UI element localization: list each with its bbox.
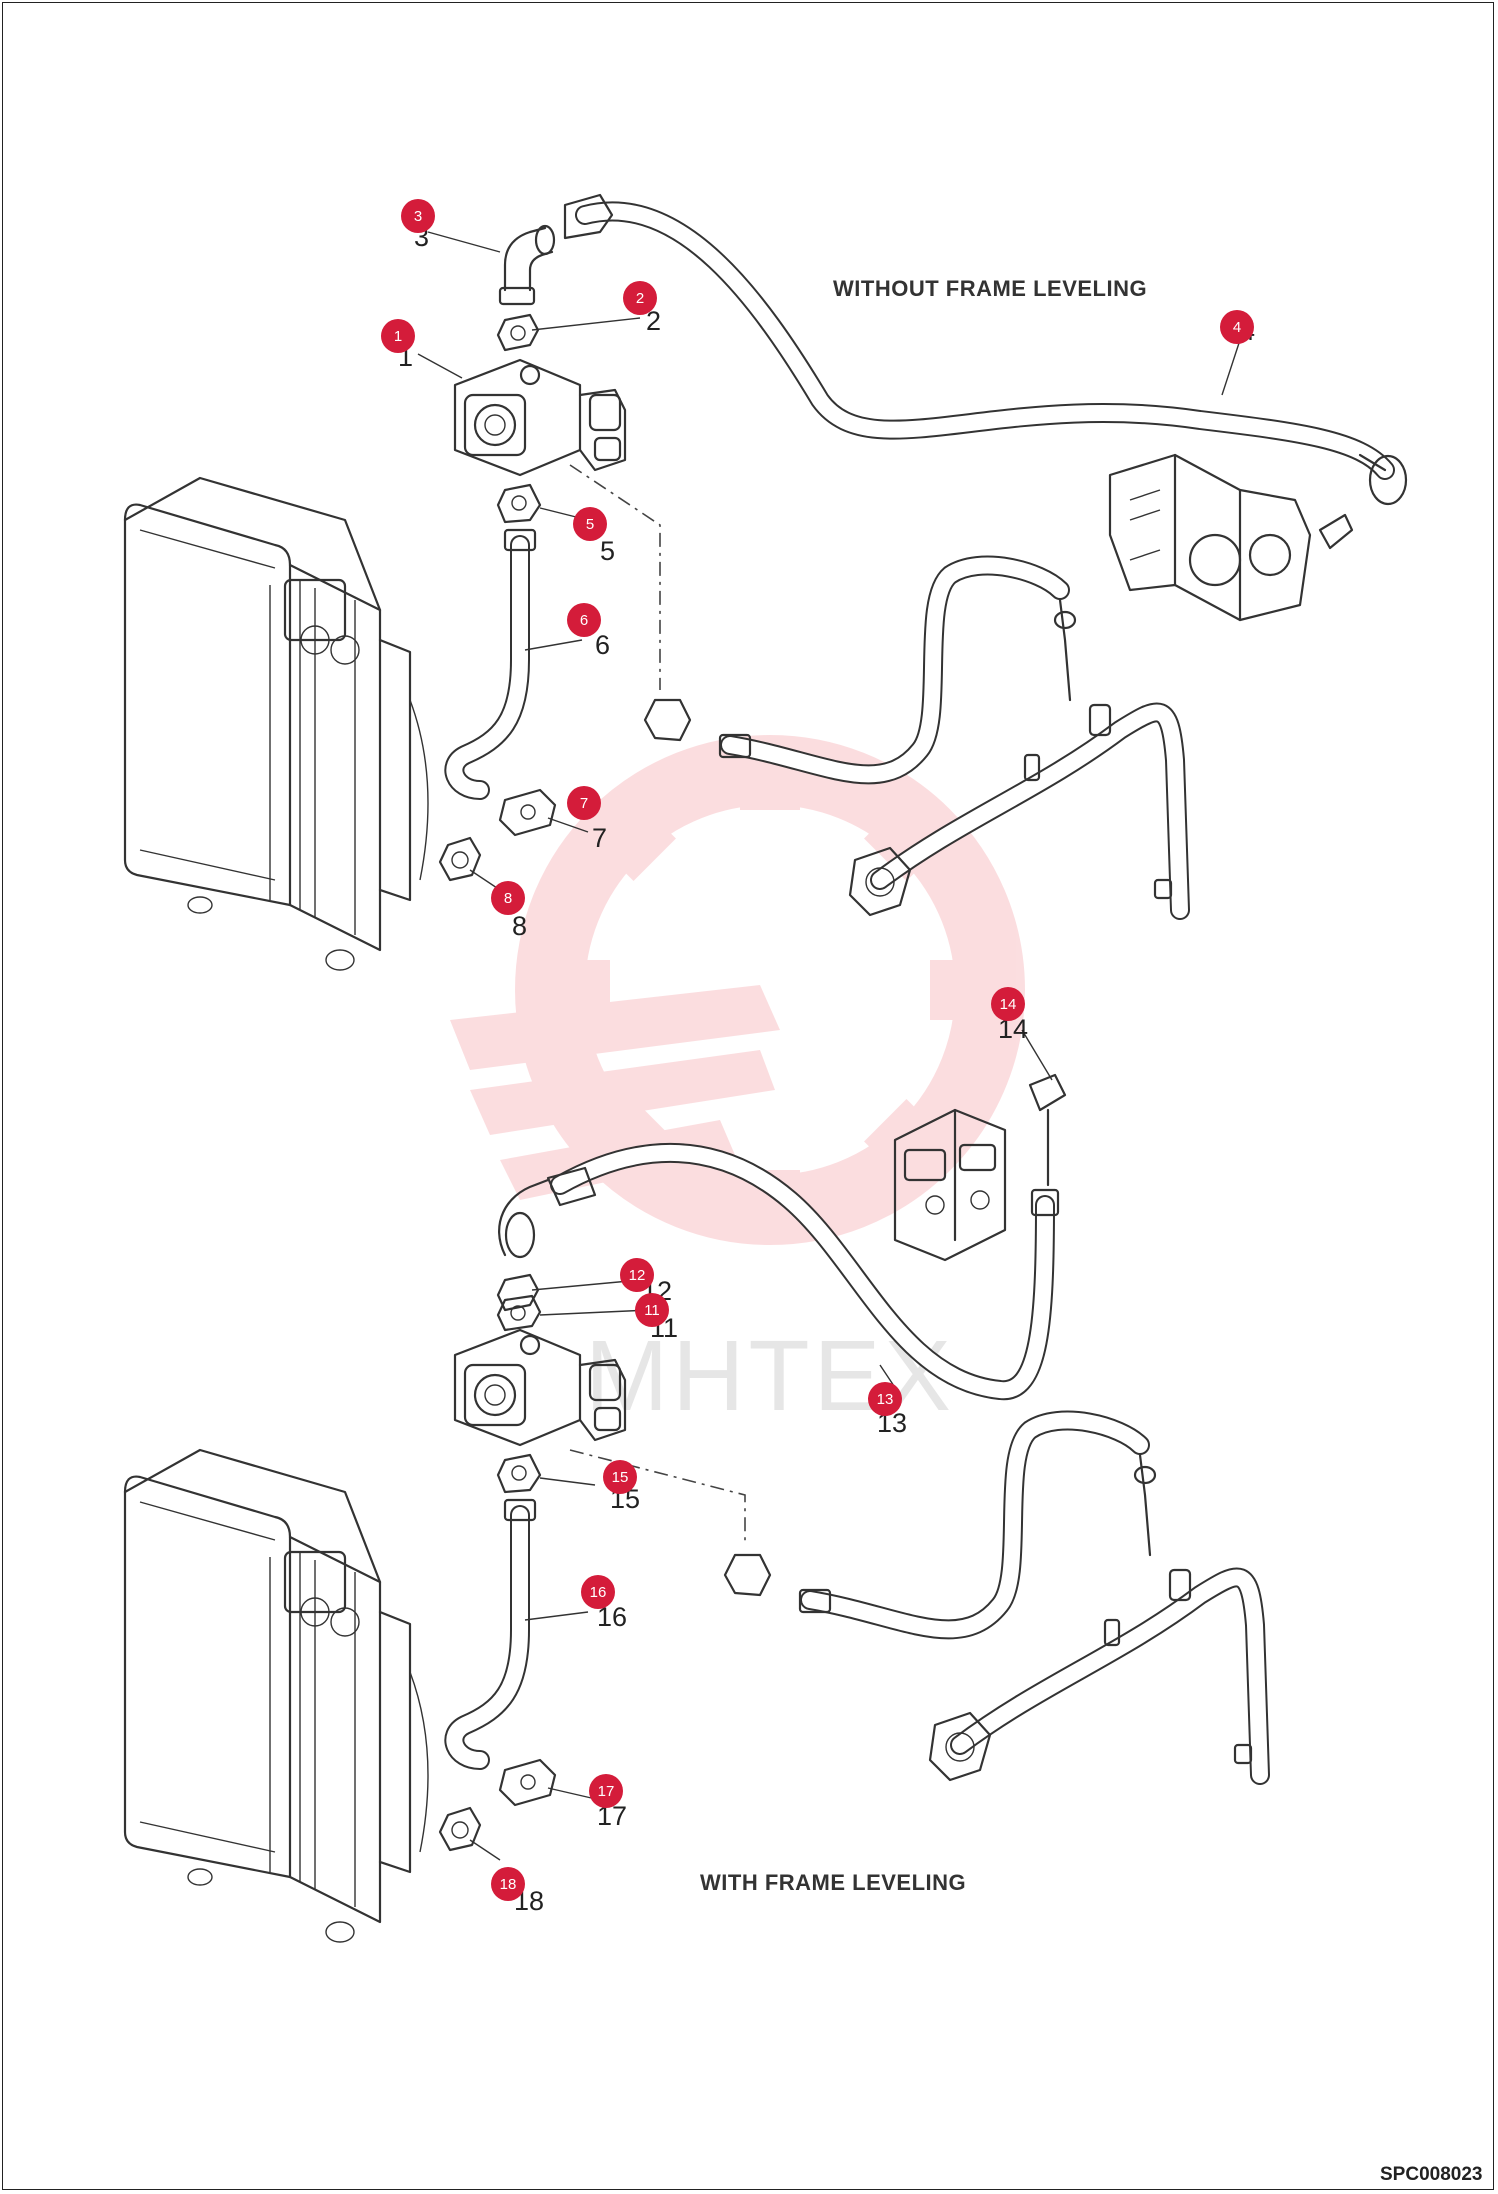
routing-line-lower <box>569 1449 746 1545</box>
fitting-15-lower <box>496 1453 542 1494</box>
fitting-18-lower <box>438 1806 482 1852</box>
svg-text:6: 6 <box>580 612 588 629</box>
callout-14[interactable]: 14 <box>991 987 1025 1021</box>
callout-6[interactable]: 6 <box>567 603 601 637</box>
svg-text:3: 3 <box>414 208 422 225</box>
svg-text:1: 1 <box>394 328 402 345</box>
radiator-lower <box>123 1448 429 1943</box>
routing-line-upper <box>569 464 661 690</box>
fitting-8-upper <box>438 836 482 882</box>
callout-16[interactable]: 16 <box>581 1575 615 1609</box>
hose-16 <box>444 1498 537 1770</box>
valve-block-upper <box>453 358 627 477</box>
svg-text:18: 18 <box>500 1876 517 1893</box>
svg-text:16: 16 <box>590 1584 607 1601</box>
control-valve <box>893 1073 1067 1262</box>
svg-text:11: 11 <box>644 1302 660 1319</box>
callout-12[interactable]: 12 <box>620 1258 654 1292</box>
svg-text:5: 5 <box>586 516 594 533</box>
callout-4[interactable]: 4 <box>1220 310 1254 344</box>
hose-6 <box>444 528 537 800</box>
callout-5[interactable]: 5 <box>573 507 607 541</box>
part-number-6: 6 <box>595 630 610 660</box>
callout-2[interactable]: 2 <box>623 281 657 315</box>
callout-17[interactable]: 17 <box>589 1774 623 1808</box>
callout-15[interactable]: 15 <box>603 1460 637 1494</box>
svg-text:8: 8 <box>504 890 512 907</box>
valve-block-lower <box>453 1328 627 1447</box>
label-without-frame-leveling: WITHOUT FRAME LEVELING <box>833 276 1147 301</box>
svg-text:15: 15 <box>612 1469 629 1486</box>
callout-11[interactable]: 11 <box>635 1293 669 1327</box>
callout-18[interactable]: 18 <box>491 1867 525 1901</box>
elbow-3-upper <box>498 224 556 306</box>
callout-3[interactable]: 3 <box>401 199 435 233</box>
hose-13 <box>498 1142 1060 1401</box>
svg-text:12: 12 <box>629 1267 646 1284</box>
label-with-frame-leveling: WITH FRAME LEVELING <box>700 1870 966 1895</box>
part-number-8: 8 <box>512 911 527 941</box>
fitting-12-lower <box>496 1273 540 1312</box>
fitting-7-upper <box>498 788 557 837</box>
lower-assembly <box>123 1029 1270 1943</box>
svg-text:2: 2 <box>636 290 644 307</box>
svg-text:7: 7 <box>580 795 588 812</box>
fitting-5-upper <box>496 483 542 524</box>
radiator-upper <box>123 476 429 971</box>
fitting-17-lower <box>498 1758 557 1807</box>
fitting-2-upper <box>496 313 540 352</box>
svg-text:4: 4 <box>1233 319 1241 336</box>
part-number-2: 2 <box>646 306 661 336</box>
part-number-5: 5 <box>600 536 615 566</box>
callout-badges: 1 2 3 4 5 6 7 8 11 12 13 14 15 16 17 18 <box>381 199 1254 1901</box>
fitting-11-lower <box>496 1294 542 1332</box>
callout-7[interactable]: 7 <box>567 786 601 820</box>
drawing-code: SPC008023 <box>1380 2164 1482 2185</box>
tube-assembly-lower <box>723 1410 1270 1785</box>
svg-text:13: 13 <box>877 1391 894 1408</box>
part-number-7: 7 <box>592 823 607 853</box>
hose-4 <box>563 193 1408 506</box>
callout-13[interactable]: 13 <box>868 1382 902 1416</box>
leaders-upper <box>417 231 1241 891</box>
svg-text:14: 14 <box>1000 996 1017 1013</box>
svg-text:17: 17 <box>598 1783 615 1800</box>
tube-assembly-upper <box>643 555 1190 920</box>
callout-8[interactable]: 8 <box>491 881 525 915</box>
callout-1[interactable]: 1 <box>381 319 415 353</box>
upper-assembly <box>123 193 1408 971</box>
pump-upper <box>1108 453 1354 622</box>
